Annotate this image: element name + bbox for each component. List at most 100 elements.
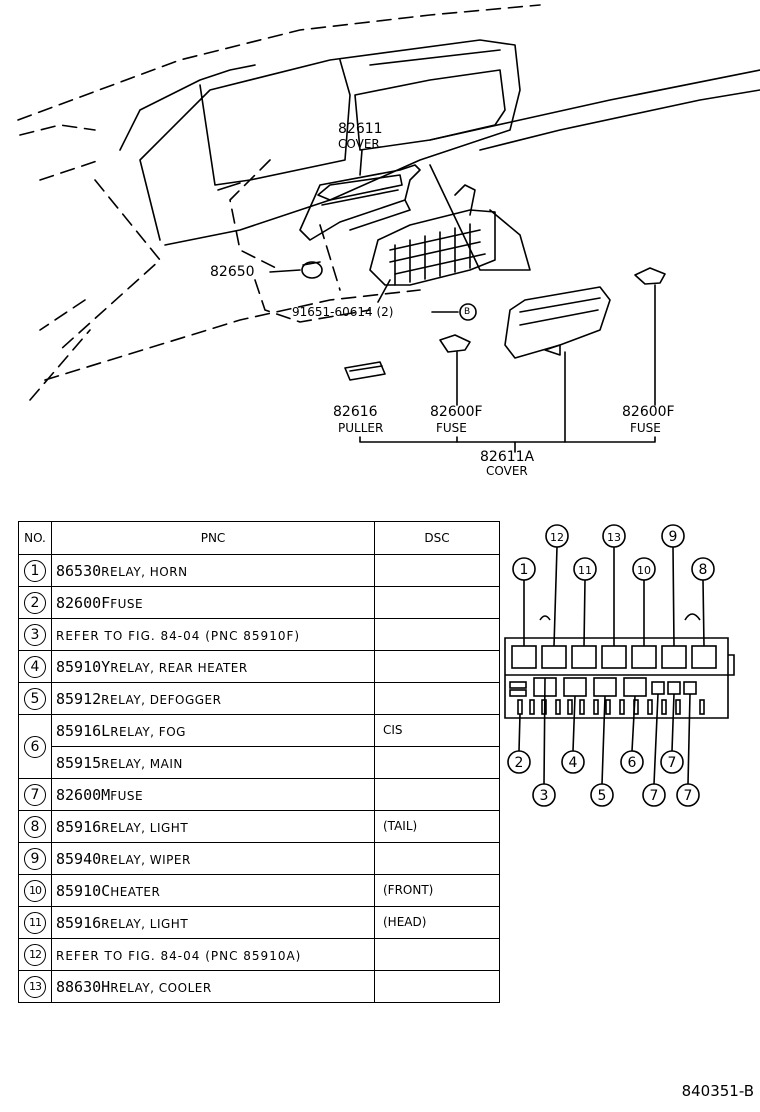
part-description: FUSE — [110, 788, 144, 803]
figure-code: 840351-B — [681, 1082, 754, 1100]
part-number: 86530 — [56, 561, 102, 580]
row-number-cell: 9 — [18, 842, 52, 875]
row-number-cell: 3 — [18, 618, 52, 651]
part-description: RELAY, WIPER — [101, 852, 191, 867]
callout-circle — [602, 524, 626, 548]
callout-number: 9 — [669, 529, 678, 545]
part-description: RELAY, DEFOGGER — [101, 692, 222, 707]
callout-number: 2 — [515, 755, 524, 771]
pnc-cell: 85916RELAY, LIGHT — [51, 810, 375, 843]
pnc-cell: REFER TO FIG. 84-04 (PNC 85910F) — [51, 618, 375, 651]
callout-number: 1 — [520, 562, 529, 578]
callout-circle — [661, 524, 685, 548]
row-number-badge: 13 — [24, 975, 46, 998]
callout-circle — [691, 557, 715, 581]
row-number-cell: 8 — [18, 810, 52, 843]
part-number: 85916L — [56, 721, 111, 740]
bolt-ref-marker: B — [464, 307, 471, 317]
dsc-cell: (FRONT) — [374, 874, 500, 907]
fuse-right-pnc: 82600F — [622, 404, 675, 420]
callout-circle — [573, 557, 597, 581]
row-number-cell: 2 — [18, 586, 52, 619]
dsc-cell — [374, 682, 500, 715]
dsc-value: (HEAD) — [383, 915, 427, 929]
row-number-badge: 9 — [24, 847, 46, 870]
dsc-cell — [374, 554, 500, 587]
row-number-badge: 6 — [24, 735, 46, 758]
part-number: 85912 — [56, 689, 102, 708]
pnc-cell: 85910YRELAY, REAR HEATER — [51, 650, 375, 683]
pnc-cell: 85916LRELAY, FOG — [51, 714, 375, 747]
pnc-cell: 85912RELAY, DEFOGGER — [51, 682, 375, 715]
callout-circle — [620, 750, 644, 774]
callout-number: 4 — [569, 755, 578, 771]
callout-circle — [561, 750, 585, 774]
callout-circle — [545, 524, 569, 548]
dsc-cell — [374, 842, 500, 875]
callout-circle — [507, 750, 531, 774]
pnc-cell: 85916RELAY, LIGHT — [51, 906, 375, 939]
callout-circle — [590, 783, 614, 807]
part-description: FUSE — [110, 596, 144, 611]
part-description: RELAY, LIGHT — [101, 916, 189, 931]
part-number: 85910Y — [56, 657, 111, 676]
pnc-cell: 88630HRELAY, COOLER — [51, 970, 375, 1003]
cover-top-pnc: 82611 — [338, 121, 383, 137]
dashboard-outline — [17, 4, 541, 401]
dsc-cell — [374, 970, 500, 1003]
callout-circle — [660, 750, 684, 774]
callout-number: 5 — [598, 788, 607, 804]
fuse-box-layout — [504, 546, 735, 785]
callout-number: 6 — [628, 755, 637, 771]
puller-name: PULLER — [338, 421, 384, 435]
row-number-cell: 7 — [18, 778, 52, 811]
row-number-badge: 3 — [24, 623, 46, 646]
row-number-cell: 1 — [18, 554, 52, 587]
dsc-cell: (TAIL) — [374, 810, 500, 843]
pnc-cell: 85910CHEATER — [51, 874, 375, 907]
callout-number: 3 — [540, 788, 549, 804]
callout-number: 8 — [699, 562, 708, 578]
dsc-value: CIS — [383, 723, 403, 737]
dsc-cell — [374, 650, 500, 683]
row-number-badge: 2 — [24, 591, 46, 614]
part-description: RELAY, LIGHT — [101, 820, 189, 835]
bolt-label: 91651-60614 (2) — [292, 305, 394, 319]
dsc-cell — [374, 746, 500, 779]
part-number: 85916 — [56, 817, 102, 836]
row-number-cell: 4 — [18, 650, 52, 683]
dsc-value: (FRONT) — [383, 883, 434, 897]
part-description: RELAY, FOG — [110, 724, 186, 739]
fuse-right-name: FUSE — [630, 421, 661, 435]
part-82650-label: 82650 — [210, 264, 255, 280]
dsc-cell — [374, 778, 500, 811]
cover-bottom-pnc: 82611A — [480, 449, 535, 465]
dsc-cell — [374, 618, 500, 651]
table-header-row: NO. PNC DSC — [18, 521, 500, 555]
row-number-badge: 1 — [24, 559, 46, 582]
row-number-badge: 7 — [24, 783, 46, 806]
row-number-cell: 12 — [18, 938, 52, 971]
pnc-cell: REFER TO FIG. 84-04 (PNC 85910A) — [51, 938, 375, 971]
row-number-badge: 5 — [24, 687, 46, 710]
part-number: 85916 — [56, 913, 102, 932]
dsc-cell: (HEAD) — [374, 906, 500, 939]
part-description: RELAY, REAR HEATER — [110, 660, 248, 675]
part-description: REFER TO FIG. 84-04 (PNC 85910A) — [56, 948, 302, 963]
row-number-badge: 10 — [24, 879, 46, 902]
header-pnc: PNC — [51, 521, 375, 555]
callout-number: 7 — [668, 755, 677, 771]
callout-number: 7 — [650, 788, 659, 804]
part-description: REFER TO FIG. 84-04 (PNC 85910F) — [56, 628, 301, 643]
table-row: 12 REFER TO FIG. 84-04 (PNC 85910A) — [18, 938, 500, 971]
callout-number: 12 — [550, 531, 564, 544]
